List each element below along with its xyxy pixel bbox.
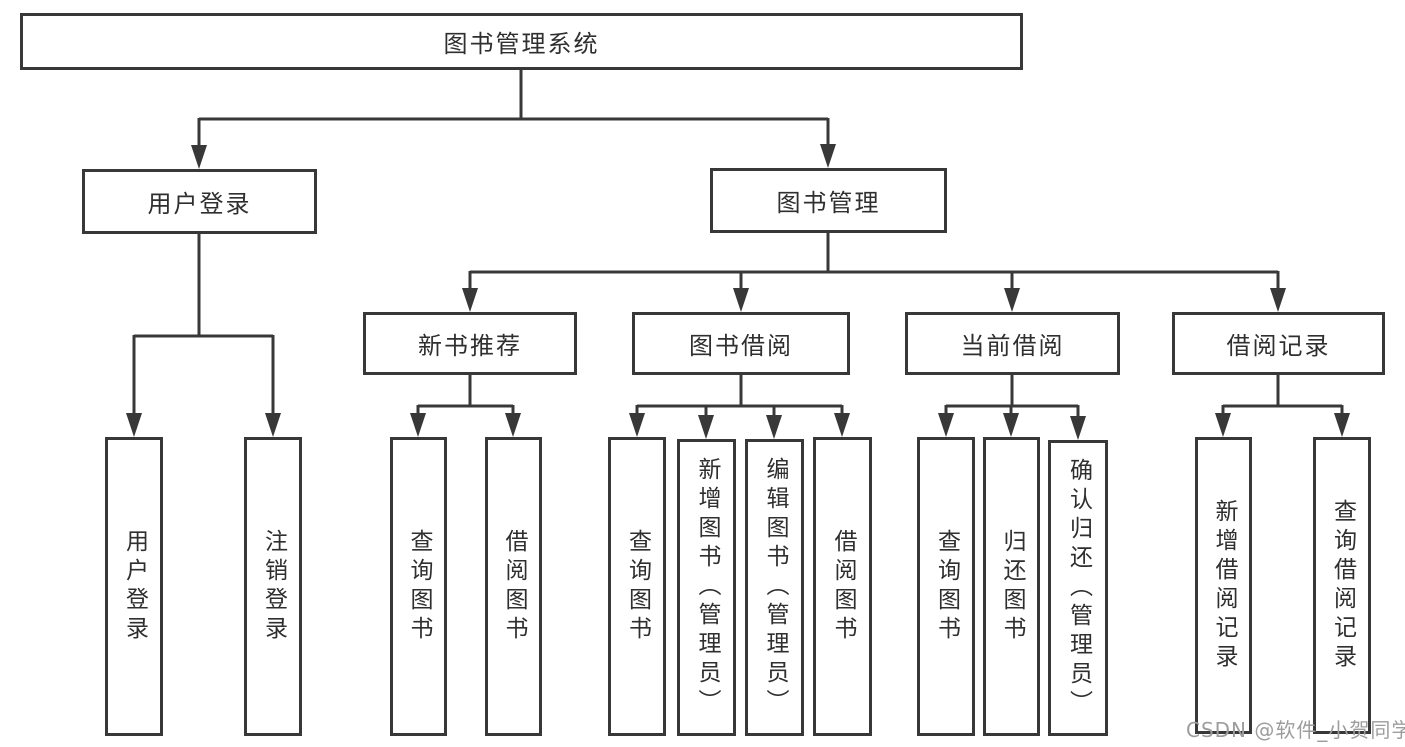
node-br-query-record: 查询借阅记录 (1313, 437, 1371, 734)
node-cb-return-books: 归还图书 (983, 437, 1040, 736)
node-book-borrow: 图书借阅 (632, 312, 850, 375)
node-bb-query-books: 查询图书 (608, 437, 666, 736)
node-bb-add-books-admin: 新增图书（管理员） (677, 439, 736, 736)
node-cb-confirm-return-admin: 确认归还（管理员） (1048, 440, 1108, 736)
node-user-login-leaf: 用户登录 (105, 437, 163, 736)
node-new-book-recommend: 新书推荐 (363, 312, 577, 375)
node-bb-edit-books-admin: 编辑图书（管理员） (745, 439, 804, 736)
node-nbr-borrow-books: 借阅图书 (485, 437, 542, 736)
node-borrow-records: 借阅记录 (1172, 312, 1385, 375)
node-cb-query-books: 查询图书 (917, 437, 975, 736)
node-root: 图书管理系统 (20, 13, 1023, 70)
node-nbr-query-books: 查询图书 (390, 437, 447, 736)
node-bb-borrow-books: 借阅图书 (813, 437, 872, 736)
node-br-add-record: 新增借阅记录 (1195, 437, 1252, 734)
node-logout-leaf: 注销登录 (244, 437, 302, 736)
connector-lines (132, 70, 1344, 431)
csdn-watermark: CSDN @软件_小贺同学 (1186, 718, 1405, 742)
node-user-login: 用户登录 (82, 169, 317, 234)
node-current-borrow: 当前借阅 (905, 312, 1120, 375)
arrowhead-layer (126, 144, 1350, 440)
node-book-management: 图书管理 (710, 168, 947, 233)
